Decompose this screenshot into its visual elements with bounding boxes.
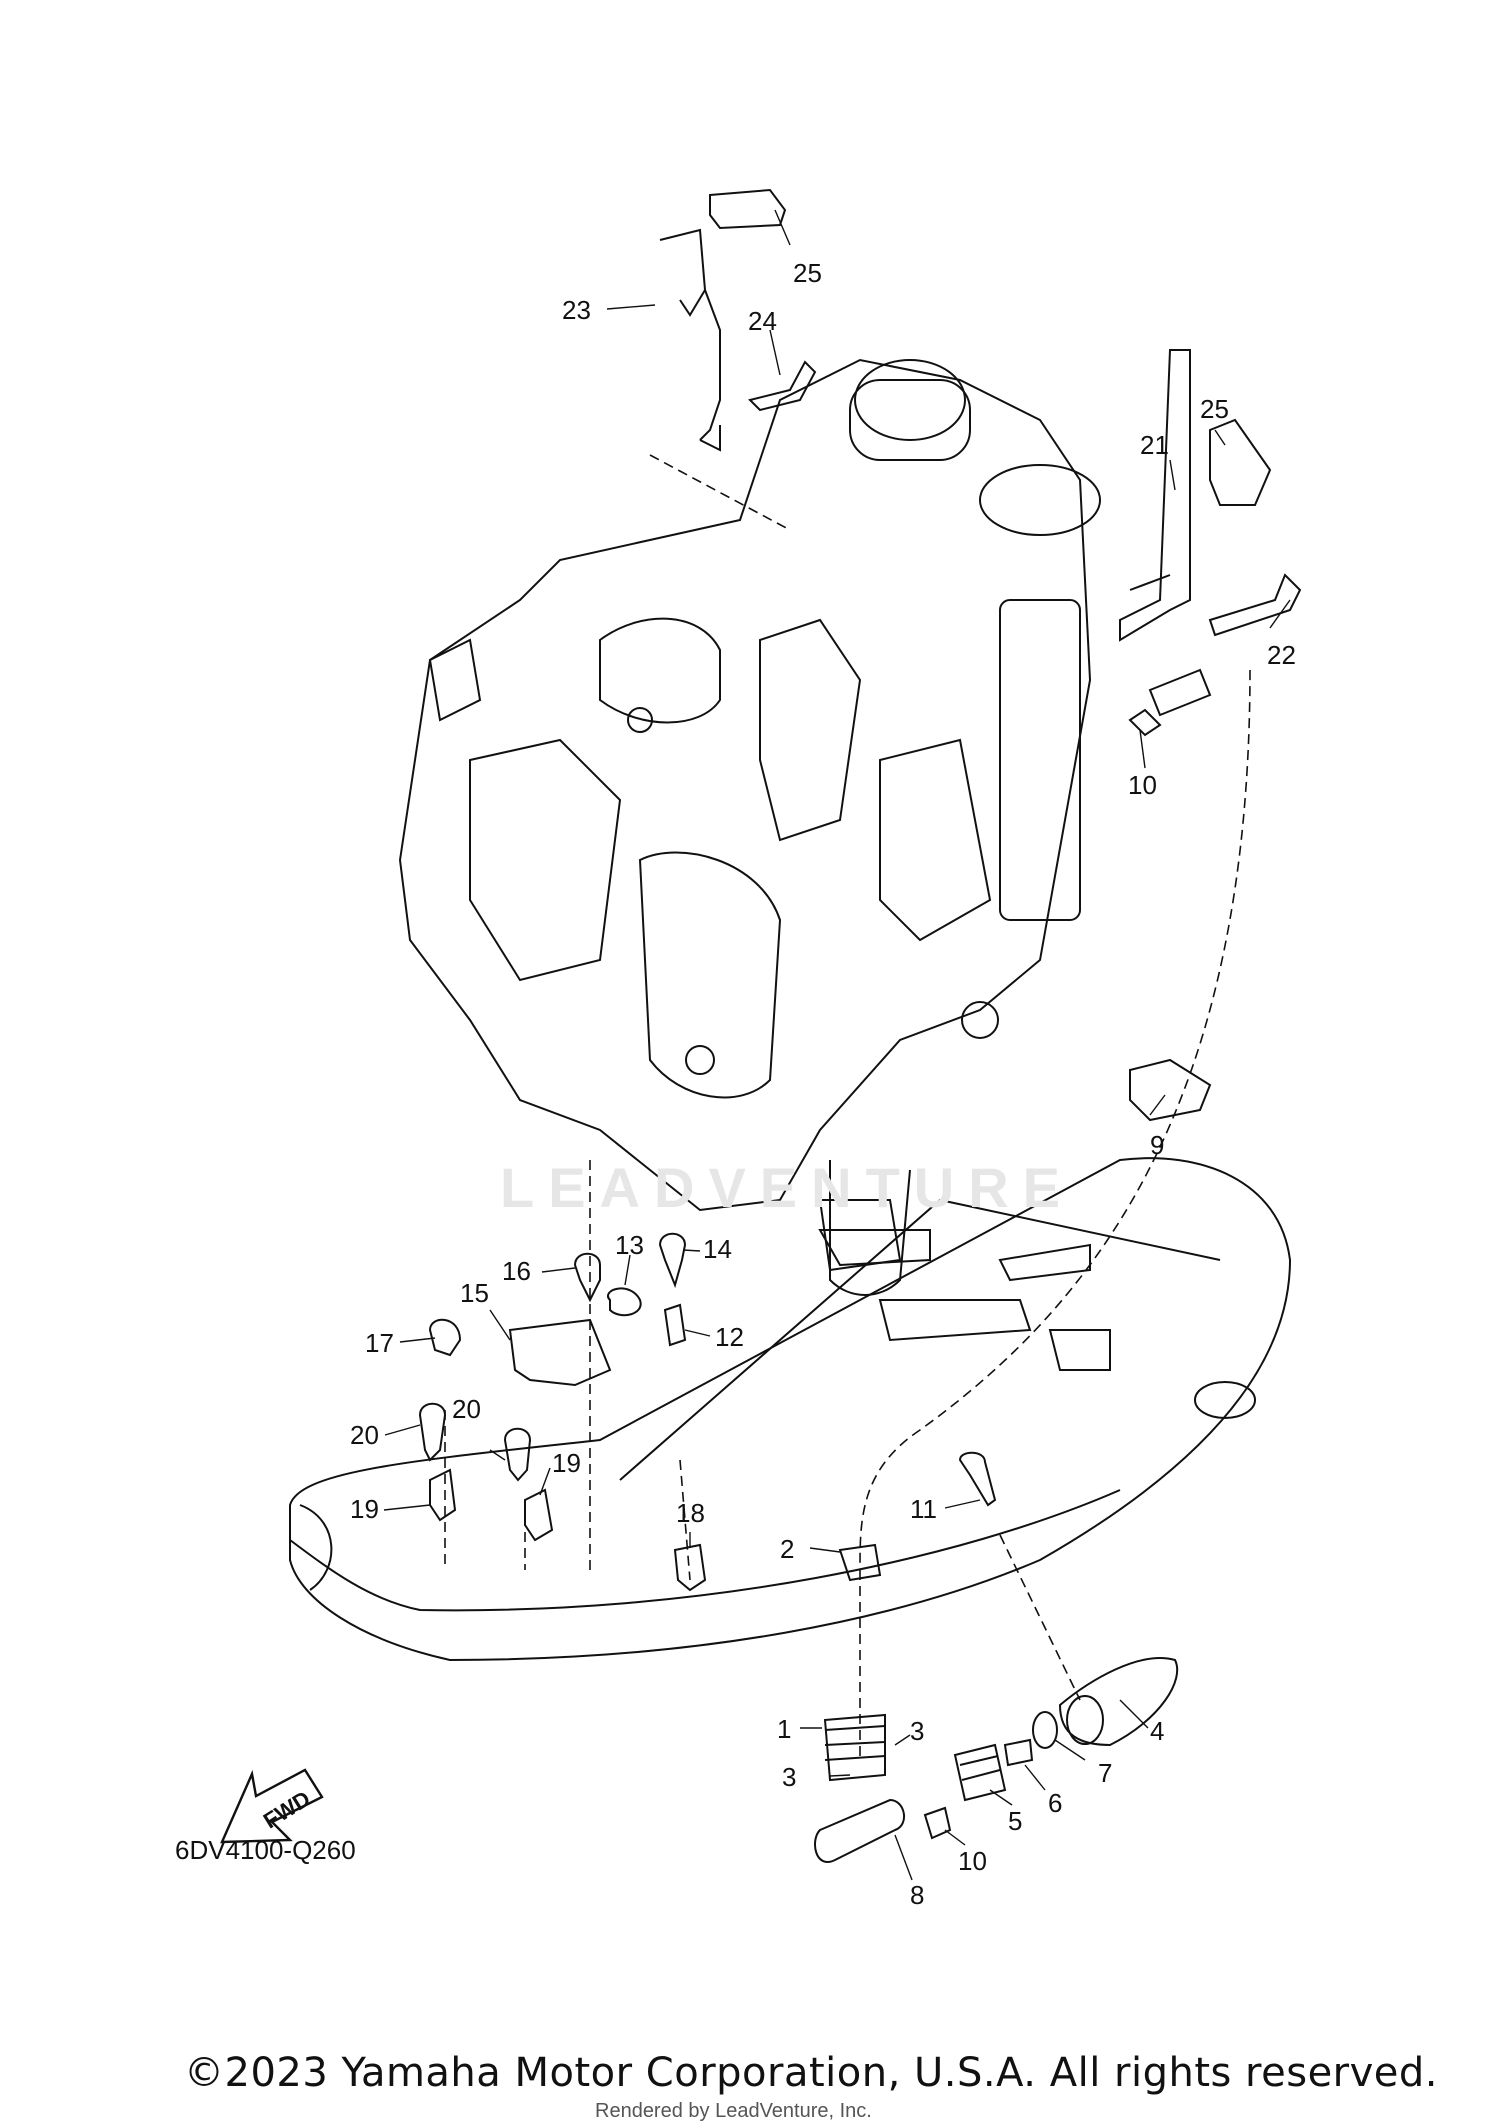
nut-5 bbox=[953, 1743, 1007, 1802]
bolt-11 bbox=[958, 1451, 997, 1507]
callout-8: 8 bbox=[910, 1880, 925, 1910]
fwd-arrow bbox=[220, 1768, 324, 1844]
engine-block bbox=[398, 358, 1092, 1212]
bottom-cowling bbox=[289, 1157, 1292, 1662]
callout-25-top: 25 bbox=[793, 258, 822, 288]
callout-9: 9 bbox=[1150, 1130, 1165, 1160]
callout-11: 11 bbox=[910, 1494, 937, 1524]
callout-17: 17 bbox=[365, 1328, 394, 1358]
callout-7: 7 bbox=[1098, 1758, 1113, 1788]
bolt-22 bbox=[1208, 573, 1302, 637]
bracket-15 bbox=[508, 1318, 612, 1387]
bolt-20-right bbox=[503, 1427, 532, 1482]
clip-18 bbox=[673, 1543, 707, 1592]
callout-2: 2 bbox=[780, 1534, 795, 1564]
callout-4: 4 bbox=[1150, 1716, 1165, 1746]
hose-8 bbox=[814, 1798, 905, 1863]
clip-25-top bbox=[709, 188, 787, 230]
washer-7 bbox=[1032, 1711, 1058, 1749]
callout-3a: 3 bbox=[782, 1762, 797, 1792]
rendered-by: Rendered by LeadVenture, Inc. bbox=[595, 2100, 872, 2122]
clamp-9 bbox=[1129, 1058, 1212, 1122]
callout-10-upper: 10 bbox=[1128, 770, 1157, 800]
clip-13 bbox=[607, 1287, 642, 1317]
callout-14: 14 bbox=[703, 1234, 732, 1264]
callout-22: 22 bbox=[1267, 640, 1296, 670]
callout-24: 24 bbox=[748, 306, 777, 336]
hose bbox=[1148, 668, 1212, 717]
bracket-21 bbox=[1119, 349, 1191, 642]
callout-20-left: 20 bbox=[350, 1420, 379, 1450]
grommet-2 bbox=[838, 1543, 882, 1582]
clip-25-right bbox=[1209, 418, 1272, 506]
callout-5: 5 bbox=[1008, 1806, 1023, 1836]
callout-23: 23 bbox=[562, 295, 591, 325]
clamp-10-upper bbox=[1128, 708, 1162, 737]
washer-6 bbox=[1003, 1738, 1034, 1767]
callout-13: 13 bbox=[615, 1230, 644, 1260]
bolt-14 bbox=[658, 1232, 687, 1289]
callout-10-lower: 10 bbox=[958, 1846, 987, 1876]
bolt-20-left bbox=[418, 1402, 447, 1462]
callout-3b: 3 bbox=[910, 1716, 925, 1746]
nut-10-lower bbox=[923, 1806, 952, 1840]
callout-19-left: 19 bbox=[350, 1494, 379, 1524]
callout-16: 16 bbox=[502, 1256, 531, 1286]
callout-21: 21 bbox=[1140, 430, 1169, 460]
clip-17 bbox=[428, 1318, 462, 1357]
part-code: 6DV4100-Q260 bbox=[175, 1835, 356, 1865]
bolt-24 bbox=[748, 360, 817, 412]
clip-19-left bbox=[429, 1468, 457, 1522]
callout-1: 1 bbox=[777, 1714, 792, 1744]
callout-25-right: 25 bbox=[1200, 394, 1229, 424]
watermark: LEADVENTURE bbox=[500, 1156, 1075, 1219]
clip-19-right bbox=[524, 1488, 554, 1542]
cap-4 bbox=[1058, 1657, 1179, 1747]
callout-6: 6 bbox=[1048, 1788, 1063, 1818]
callout-19-right: 19 bbox=[552, 1448, 581, 1478]
bolt-16 bbox=[573, 1252, 601, 1303]
callout-18: 18 bbox=[676, 1498, 705, 1528]
bracket-23 bbox=[659, 228, 721, 441]
fitting-1 bbox=[823, 1713, 886, 1782]
callout-20-right: 20 bbox=[452, 1394, 481, 1424]
clip-12 bbox=[663, 1303, 687, 1347]
copyright-notice: ©2023 Yamaha Motor Corporation, U.S.A. A… bbox=[184, 2050, 1439, 2096]
callout-15: 15 bbox=[460, 1278, 489, 1308]
callout-12: 12 bbox=[715, 1322, 744, 1352]
